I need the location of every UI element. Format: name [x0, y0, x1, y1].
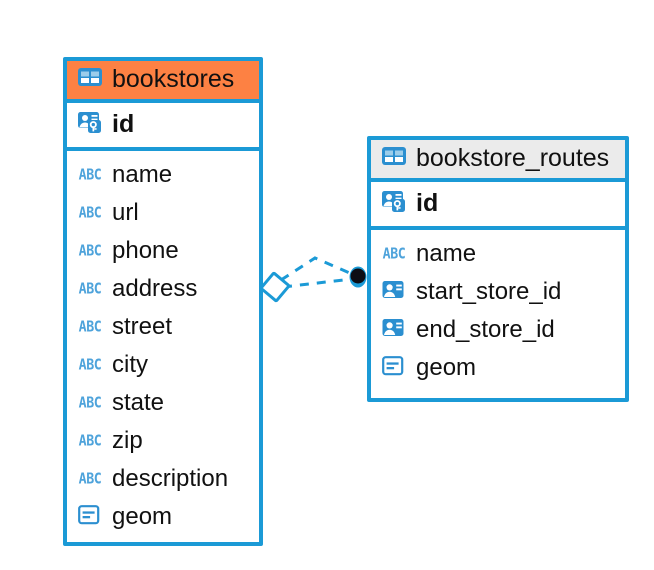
field-label-end-store-id: end_store_id [416, 315, 555, 343]
field-list-bookstores: ABC name ABC url ABC phone ABC address A… [67, 151, 259, 543]
text-abc-icon: ABC [78, 356, 102, 374]
field-label-name: name [112, 160, 173, 188]
diamond-marker [259, 271, 291, 303]
field-label-zip: zip [112, 426, 143, 454]
text-abc-icon: ABC [78, 470, 102, 488]
field-label-url: url [112, 198, 139, 226]
table-grid-icon [381, 145, 407, 172]
field-row-primary-key[interactable]: id [371, 182, 625, 230]
field-label-start-store-id: start_store_id [416, 277, 562, 305]
field-row-zip[interactable]: ABC zip [77, 422, 249, 460]
field-row-primary-key[interactable]: id [67, 103, 259, 151]
field-row-end-store-id[interactable]: end_store_id [381, 311, 615, 349]
field-row-description[interactable]: ABC description [77, 460, 249, 498]
blob-geometry-icon [77, 504, 103, 531]
table-grid-icon [77, 66, 103, 93]
field-label-id: id [416, 189, 439, 217]
field-list-bookstore-routes: ABC name start_store_id [371, 230, 625, 394]
field-row-name[interactable]: ABC name [381, 235, 615, 273]
entity-title-bookstores: bookstores [112, 65, 235, 93]
primary-key-icon [381, 188, 407, 219]
text-abc-icon: ABC [78, 280, 102, 298]
field-row-city[interactable]: ABC city [77, 346, 249, 384]
field-row-state[interactable]: ABC state [77, 384, 249, 422]
entity-table-bookstores[interactable]: bookstores id ABC [63, 57, 263, 546]
text-abc-icon: ABC [78, 394, 102, 412]
text-abc-icon: ABC [78, 242, 102, 260]
foreign-key-icon [381, 279, 407, 306]
field-row-name[interactable]: ABC name [77, 156, 249, 194]
text-abc-icon: ABC [78, 204, 102, 222]
field-row-street[interactable]: ABC street [77, 308, 249, 346]
relationship-edge-lower [282, 277, 353, 289]
field-row-url[interactable]: ABC url [77, 194, 249, 232]
field-row-geom[interactable]: geom [381, 349, 615, 387]
field-label-state: state [112, 388, 165, 416]
filled-circle-marker [349, 266, 367, 288]
text-abc-icon: ABC [78, 166, 102, 184]
field-row-start-store-id[interactable]: start_store_id [381, 273, 615, 311]
text-abc-icon: ABC [78, 318, 102, 336]
field-row-address[interactable]: ABC address [77, 270, 249, 308]
text-abc-icon: ABC [78, 432, 102, 450]
entity-header-bookstores[interactable]: bookstores [67, 61, 259, 103]
field-label-description: description [112, 464, 229, 492]
entity-header-bookstore-routes[interactable]: bookstore_routes [371, 140, 625, 182]
field-label-city: city [112, 350, 148, 378]
field-row-geom[interactable]: geom [77, 498, 249, 536]
field-label-address: address [112, 274, 198, 302]
text-abc-icon: ABC [382, 245, 406, 263]
field-label-geom: geom [416, 353, 477, 381]
entity-title-bookstore-routes: bookstore_routes [416, 144, 610, 172]
field-label-street: street [112, 312, 173, 340]
blob-geometry-icon [381, 355, 407, 382]
field-label-geom: geom [112, 502, 173, 530]
relationship-edge-upper [280, 256, 353, 282]
primary-key-icon [77, 109, 103, 140]
field-label-id: id [112, 110, 135, 138]
entity-table-bookstore-routes[interactable]: bookstore_routes id ABC [367, 136, 629, 402]
foreign-key-icon [381, 317, 407, 344]
field-row-phone[interactable]: ABC phone [77, 232, 249, 270]
field-label-phone: phone [112, 236, 179, 264]
field-label-name: name [416, 239, 477, 267]
